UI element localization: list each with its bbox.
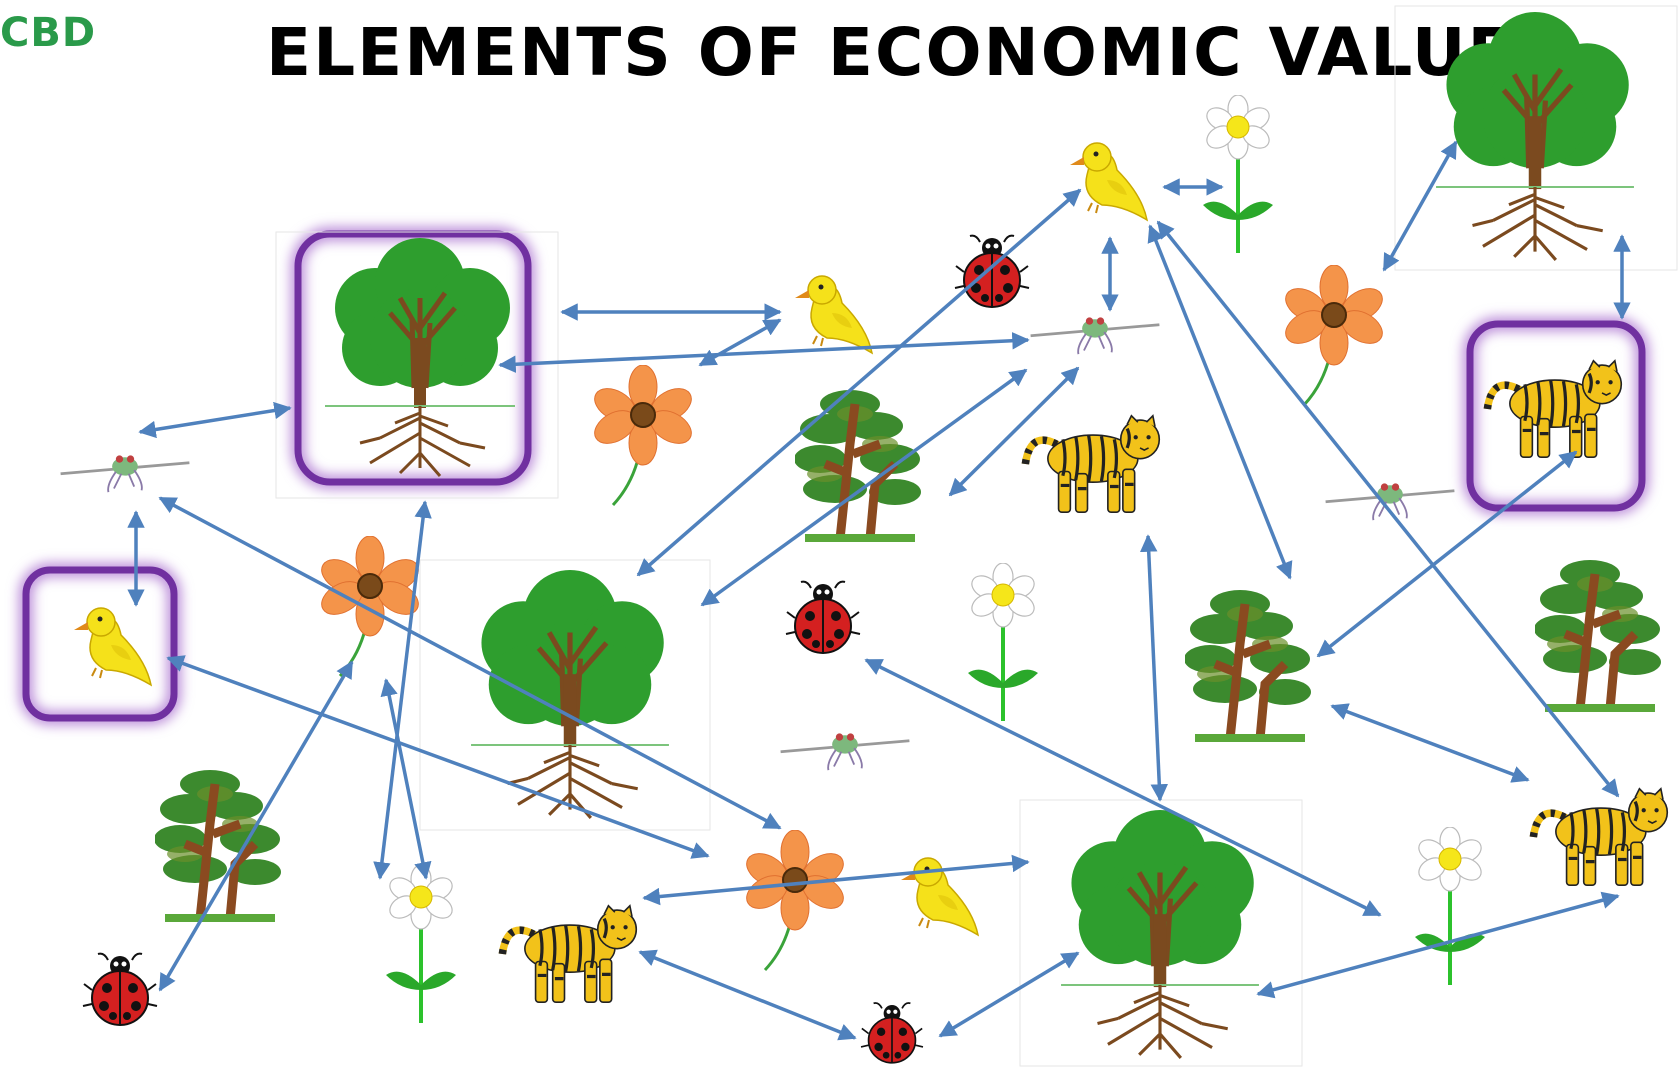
arrow	[498, 332, 1030, 373]
frog-icon	[780, 731, 910, 772]
daisy-icon	[965, 563, 1041, 723]
bushy-tree-icon	[154, 770, 281, 922]
flower-icon	[745, 830, 845, 972]
arrow	[1139, 534, 1169, 802]
daisy-icon	[383, 865, 459, 1025]
arrow	[698, 318, 782, 367]
arrow	[864, 658, 1382, 917]
arrow	[1382, 140, 1458, 272]
arrow	[636, 188, 1082, 577]
bushy-tree-icon	[1534, 560, 1661, 712]
bird-icon	[794, 275, 873, 354]
cbd-logo: CBD	[0, 10, 97, 56]
ladybug-icon	[82, 952, 158, 1026]
arrow	[1330, 703, 1530, 783]
arrow	[138, 401, 292, 439]
ladybug-icon	[860, 1002, 924, 1064]
arrow	[638, 949, 857, 1041]
tree-icon	[325, 238, 515, 476]
arrow	[1147, 224, 1293, 580]
frog-icon	[1030, 315, 1160, 356]
daisy-icon	[1412, 827, 1488, 987]
daisy-icon	[1200, 95, 1276, 255]
page-title: ELEMENTS OF ECONOMIC VALUE	[266, 14, 1515, 91]
frog-icon	[60, 453, 190, 494]
bird-icon	[73, 607, 152, 686]
image-frames	[275, 5, 1678, 1067]
tiger-icon	[1533, 789, 1667, 885]
bushy-tree-icon	[1184, 590, 1311, 742]
arrow	[948, 366, 1080, 497]
tiger-icon	[1487, 361, 1621, 457]
arrow	[1256, 891, 1620, 999]
connection-arrows	[127, 140, 1631, 1041]
arrow	[380, 678, 432, 880]
arrow	[158, 660, 354, 992]
flower-icon	[593, 365, 693, 507]
arrow	[938, 951, 1080, 1038]
organisms	[60, 12, 1668, 1064]
frog-icon	[1325, 481, 1455, 522]
tiger-icon	[1025, 416, 1159, 512]
flower-icon	[1284, 265, 1384, 407]
arrow	[158, 496, 782, 830]
bird-icon	[1069, 142, 1148, 221]
arrow	[1316, 450, 1578, 658]
tree-icon	[1436, 12, 1634, 260]
bushy-tree-icon	[794, 390, 921, 542]
tree-icon	[1061, 810, 1259, 1058]
arrow	[642, 854, 1030, 906]
ladybug-icon	[785, 580, 861, 654]
tiger-icon	[502, 906, 636, 1002]
